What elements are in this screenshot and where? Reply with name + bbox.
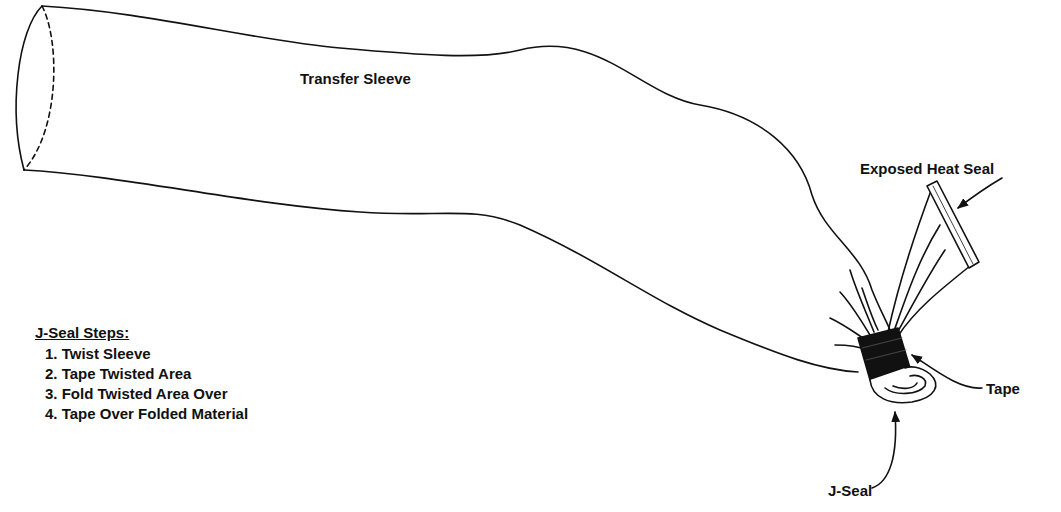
tape-wrap (862, 338, 906, 360)
j-seal-fold-line (893, 383, 917, 388)
heat-seal-bar (927, 181, 979, 268)
step-text: 2. Tape Twisted Area (45, 365, 191, 383)
part-label: Tape (986, 380, 1020, 398)
heat-seal-fold (896, 250, 945, 335)
fold-line (850, 270, 874, 332)
part-label: J-Seal (828, 482, 872, 500)
heat-seal-line (933, 186, 973, 264)
leader-line (958, 178, 1002, 208)
heat-seal-fold (893, 225, 940, 334)
leader-line (872, 412, 896, 488)
leader-line (912, 355, 982, 388)
step-text: 3. Fold Twisted Area Over (45, 385, 228, 403)
steps-heading: J-Seal Steps: (35, 324, 129, 342)
sleeve-opening (16, 6, 42, 170)
sleeve-bottom-edge (24, 170, 858, 372)
sleeve-opening-hidden (24, 6, 54, 170)
j-seal-fold-line (885, 375, 926, 393)
heat-seal-sheet (898, 266, 970, 336)
part-label: Exposed Heat Seal (860, 160, 994, 178)
part-label: Transfer Sleeve (300, 70, 411, 88)
step-text: 1. Twist Sleeve (45, 345, 151, 363)
j-seal-fold (870, 367, 936, 403)
step-text: 4. Tape Over Folded Material (45, 405, 248, 423)
fold-line (862, 288, 878, 330)
sleeve-top-edge (42, 6, 890, 330)
